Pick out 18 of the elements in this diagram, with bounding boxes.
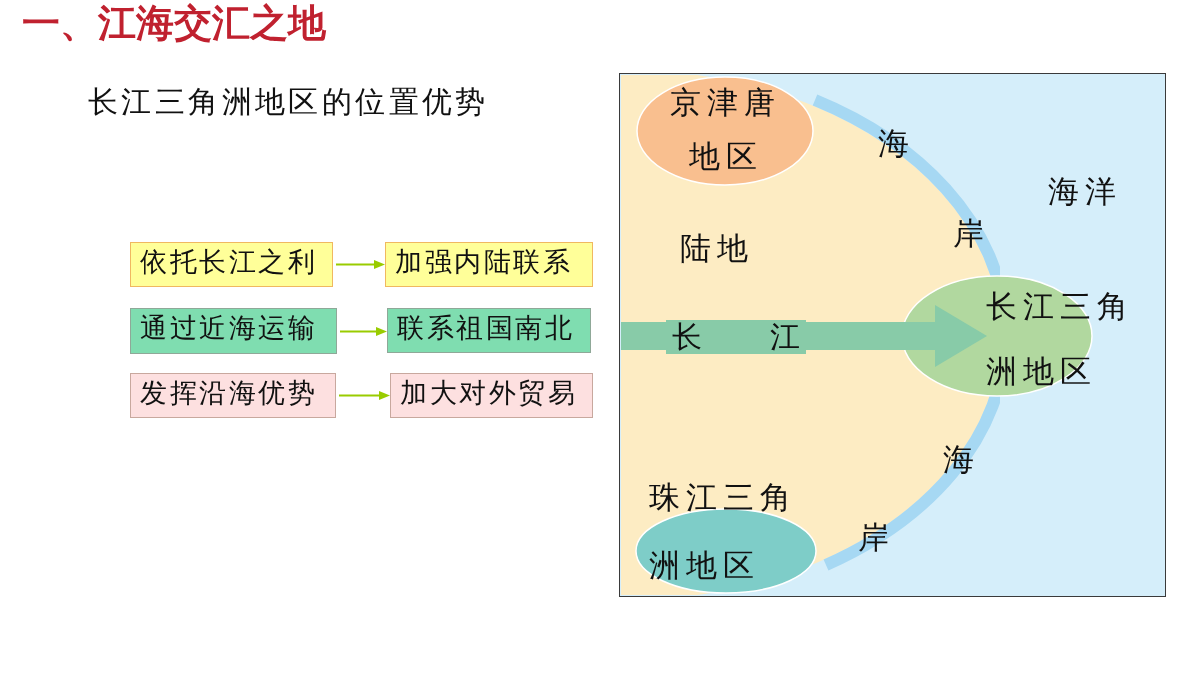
text-box: 通过近海运输 (130, 308, 337, 354)
coast-label: 海岸 (876, 125, 985, 253)
subtitle: 长江三角洲地区的位置优势 (88, 83, 489, 121)
arrow (335, 260, 385, 269)
text-box: 依托长江之利 (130, 242, 333, 287)
slide-title: 一、江海交汇之地 (22, 0, 326, 46)
land-label: 陆地 (679, 228, 755, 267)
text-box: 加强内陆联系 (385, 242, 593, 287)
region-ellipse: 京津唐地区 (635, 75, 814, 188)
text-box: 联系祖国南北 (387, 308, 591, 353)
river-label: 长江 (665, 319, 806, 354)
arrow (338, 391, 390, 400)
text-box: 发挥沿海优势 (130, 373, 336, 418)
arrow (339, 326, 387, 336)
map-frame (619, 73, 1166, 597)
ocean-label: 海洋 (1047, 171, 1122, 211)
coast-label: 海岸 (856, 439, 975, 556)
text-box: 加大对外贸易 (390, 373, 593, 418)
